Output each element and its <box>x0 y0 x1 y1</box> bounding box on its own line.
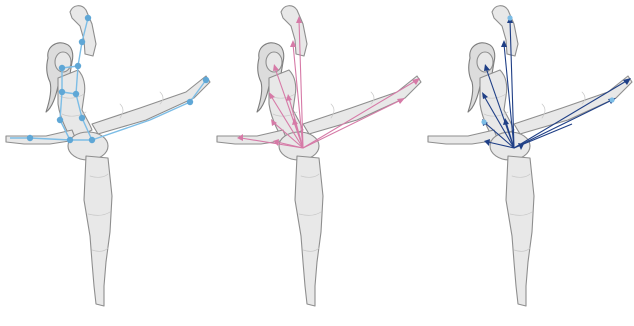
panel-links-pink <box>211 0 423 322</box>
raised-arm <box>70 6 96 56</box>
joint-marker <box>67 137 73 143</box>
joint-marker <box>73 91 79 97</box>
arrow-head <box>397 98 405 104</box>
joint-marker <box>203 77 209 83</box>
joint-marker <box>85 15 91 21</box>
torso <box>480 70 514 140</box>
dancer-silhouette <box>217 6 421 306</box>
raised-arm <box>281 6 307 56</box>
joint-marker <box>59 89 65 95</box>
link-line <box>303 80 417 148</box>
back-arm <box>303 76 421 134</box>
dancer-silhouette <box>6 6 210 306</box>
joint-marker <box>609 97 614 102</box>
joint-marker <box>79 115 85 121</box>
back-arm <box>92 76 210 134</box>
joint-marker <box>89 137 95 143</box>
standing-leg <box>84 156 112 306</box>
joint-marker <box>187 99 193 105</box>
joint-marker <box>27 135 33 141</box>
dancer-figure-navy <box>422 0 634 322</box>
bone <box>78 42 82 66</box>
joint-marker <box>75 63 81 69</box>
dancer-figure-pink <box>211 0 423 322</box>
joint-marker <box>481 119 486 124</box>
joint-marker <box>507 15 512 20</box>
joint-marker <box>79 39 85 45</box>
dancer-figure-skeleton <box>0 0 212 322</box>
standing-leg <box>295 156 323 306</box>
joint-marker <box>59 65 65 71</box>
link-line <box>514 80 628 148</box>
back-arm <box>514 76 632 134</box>
dancer-silhouette <box>428 6 632 306</box>
raised-arm <box>492 6 518 56</box>
panel-links-navy <box>422 0 634 322</box>
panel-skeleton-blue <box>0 0 212 322</box>
joint-marker <box>57 117 63 123</box>
standing-leg <box>506 156 534 306</box>
